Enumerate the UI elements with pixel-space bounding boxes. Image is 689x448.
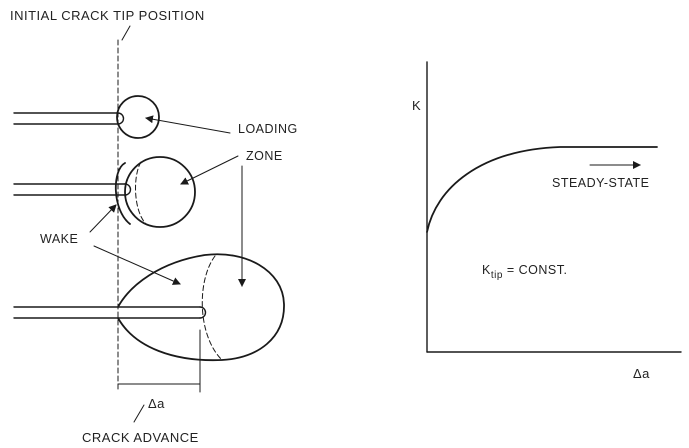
loading-zone-label-2: ZONE bbox=[246, 149, 283, 163]
y-axis-label: K bbox=[412, 98, 421, 113]
loading-zone-label-1: LOADING bbox=[238, 122, 298, 136]
k-tip-symbol: K bbox=[482, 263, 491, 277]
initial-crack-tip-label: INITIAL CRACK TIP POSITION bbox=[10, 8, 205, 23]
wake-outline bbox=[114, 162, 131, 225]
crack-tip bbox=[199, 306, 207, 319]
k-tip-const: = CONST. bbox=[503, 263, 568, 277]
crack-advance-schematic: INITIAL CRACK TIP POSITION bbox=[10, 8, 298, 445]
crack-stage-3 bbox=[13, 253, 285, 362]
wake-label: WAKE bbox=[40, 232, 78, 246]
loading-zone-arrow-2 bbox=[180, 155, 239, 185]
x-axis-label: Δa bbox=[633, 366, 650, 381]
wake-and-zone-outline bbox=[117, 253, 285, 362]
k-tip-label: Ktip = CONST. bbox=[482, 263, 568, 281]
delta-a-label: Δa bbox=[148, 396, 165, 411]
crack-advance-label: CRACK ADVANCE bbox=[82, 430, 199, 445]
crack-advance-pointer bbox=[133, 404, 145, 423]
crack-stage-1 bbox=[13, 95, 160, 139]
k-tip-subscript: tip bbox=[491, 270, 503, 281]
crack-tip bbox=[117, 112, 125, 125]
loading-zone-arrow-1 bbox=[145, 115, 231, 134]
r-curve-line bbox=[426, 146, 658, 233]
loading-zone-trail bbox=[135, 161, 147, 225]
loading-zone-trail bbox=[201, 255, 223, 361]
wake-arrow-2 bbox=[93, 245, 181, 285]
loading-zone-circle bbox=[124, 156, 196, 228]
wake-arrow-1 bbox=[89, 204, 117, 233]
loading-zone-circle bbox=[116, 95, 160, 139]
crack-stage-2 bbox=[13, 156, 196, 228]
resistance-curve-plot: K Δa STEADY-STATE Ktip = CONST. bbox=[412, 61, 682, 381]
steady-state-label: STEADY-STATE bbox=[552, 176, 649, 190]
initial-crack-tip-pointer bbox=[121, 25, 131, 41]
